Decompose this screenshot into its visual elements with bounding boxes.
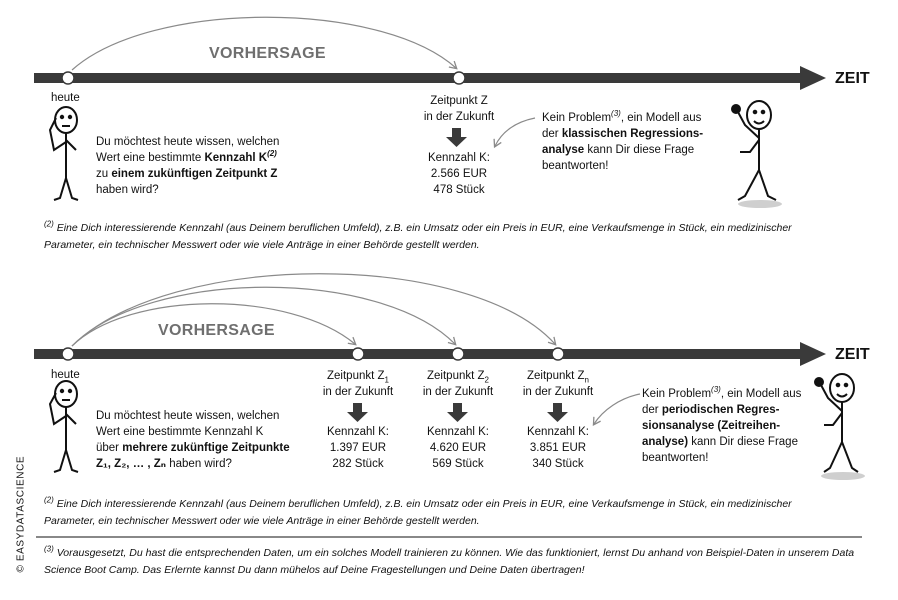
today-label-1: heute — [51, 90, 80, 106]
forecast-arc-2c — [72, 274, 555, 346]
question-line: Wert eine bestimmte Kennzahl K(2) — [96, 150, 279, 166]
answer-line: der klassischen Regressions- — [542, 126, 703, 142]
question-line: Du möchtest heute wissen, welchen — [96, 408, 290, 424]
footnote-2-panel1: (2) Eine Dich interessierende Kennzahl (… — [44, 220, 824, 254]
answer-line: beantworten! — [642, 450, 801, 466]
figure-shadow — [738, 200, 782, 208]
down-arrow-icon — [547, 403, 568, 422]
future-point-n: Zeitpunkt Zn in der Zukunft — [503, 368, 613, 400]
future-point-line1: Zeitpunkt Z — [399, 93, 519, 109]
answer-line: analyse) kann Dir diese Frage — [642, 434, 801, 450]
time-label-2: ZEIT — [835, 346, 870, 364]
question-line: Wert eine bestimmte Kennzahl K — [96, 424, 290, 440]
kpi-values-z1: Kennzahl K: 1.397 EUR 282 Stück — [303, 424, 413, 472]
kpi-values-z2: Kennzahl K: 4.620 EUR 569 Stück — [403, 424, 513, 472]
answer-text-2: Kein Problem(3), ein Modell aus der peri… — [642, 386, 801, 466]
future-point-label: Zeitpunkt Z in der Zukunft — [399, 93, 519, 125]
timeline-2-today-dot — [62, 348, 74, 360]
kpi-label: Kennzahl K: — [399, 150, 519, 166]
kpi-values-1: Kennzahl K: 2.566 EUR 478 Stück — [399, 150, 519, 198]
timeline-1-future-dot — [453, 72, 465, 84]
answer-line: sionsanalyse (Zeitreihen- — [642, 418, 801, 434]
future-point-1: Zeitpunkt Z1 in der Zukunft — [303, 368, 413, 400]
question-line: Z₁, Z₂, … , Zₙ haben wird? — [96, 456, 290, 472]
answer-line: Kein Problem(3), ein Modell aus — [642, 386, 801, 402]
timeline-2-future-dot-2 — [452, 348, 464, 360]
footnote-2-panel2: (2) Eine Dich interessierende Kennzahl (… — [44, 496, 824, 530]
waving-figure-icon — [732, 101, 776, 200]
forecast-label-2: VORHERSAGE — [158, 322, 275, 340]
down-arrow-icon — [446, 128, 467, 147]
kpi-value-units: 478 Stück — [399, 182, 519, 198]
answer-line: analyse kann Dir diese Frage — [542, 142, 703, 158]
future-point-line2: in der Zukunft — [399, 109, 519, 125]
question-line: zu einem zukünftigen Zeitpunkt Z — [96, 166, 279, 182]
footnote-3: (3) Vorausgesetzt, Du hast die entsprech… — [44, 545, 864, 579]
kpi-value-eur: 2.566 EUR — [399, 166, 519, 182]
thinking-figure-icon — [50, 107, 78, 200]
question-line: haben wird? — [96, 182, 279, 198]
future-point-2: Zeitpunkt Z2 in der Zukunft — [403, 368, 513, 400]
figure-shadow — [821, 472, 865, 480]
question-line: über mehrere zukünftige Zeitpunkte — [96, 440, 290, 456]
time-label-1: ZEIT — [835, 70, 870, 88]
answer-line: beantworten! — [542, 158, 703, 174]
question-line: Du möchtest heute wissen, welchen — [96, 134, 279, 150]
timeline-2-future-dot-n — [552, 348, 564, 360]
copyright-label: © EASYDATASCIENCE — [16, 463, 27, 573]
down-arrow-icon — [447, 403, 468, 422]
question-text-2: Du möchtest heute wissen, welchen Wert e… — [96, 408, 290, 472]
down-arrow-icon — [347, 403, 368, 422]
forecast-label-1: VORHERSAGE — [209, 45, 326, 63]
timeline-1-today-dot — [62, 72, 74, 84]
timeline-2-future-dot-1 — [352, 348, 364, 360]
kpi-values-zn: Kennzahl K: 3.851 EUR 340 Stück — [503, 424, 613, 472]
question-text-1: Du möchtest heute wissen, welchen Wert e… — [96, 134, 279, 198]
timeline-2 — [34, 342, 826, 366]
answer-text-1: Kein Problem(3), ein Modell aus der klas… — [542, 110, 703, 174]
timeline-1 — [34, 66, 826, 90]
today-label-2: heute — [51, 367, 80, 383]
answer-line: der periodischen Regres- — [642, 402, 801, 418]
answer-line: Kein Problem(3), ein Modell aus — [542, 110, 703, 126]
waving-figure-icon — [815, 374, 858, 472]
thinking-figure-icon — [50, 381, 78, 472]
